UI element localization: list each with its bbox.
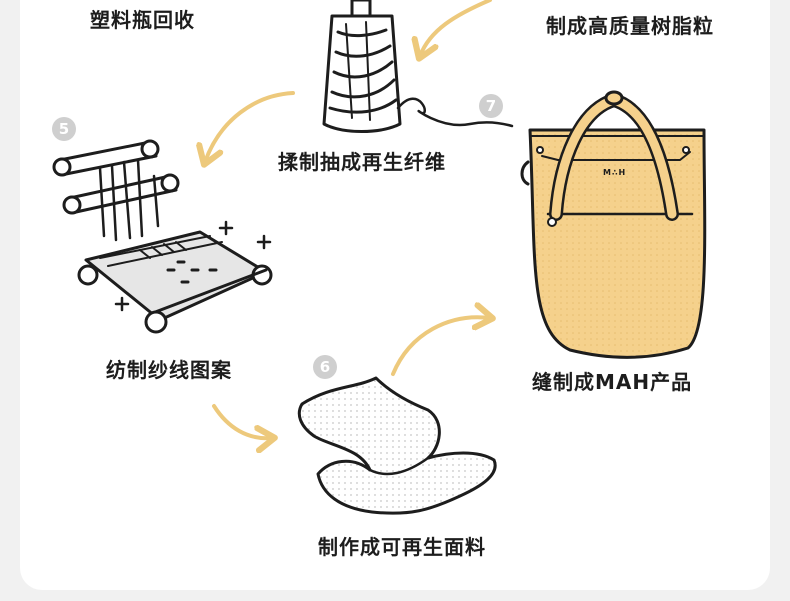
yarn-spool-icon (322, 0, 514, 133)
arrow-to-fabric (212, 404, 272, 438)
bag-logo: M∴H (603, 168, 627, 177)
step-badge-5: 5 (52, 117, 76, 141)
arrow-to-loom (205, 91, 295, 162)
loom-icon (52, 139, 273, 334)
fabric-icon (297, 376, 497, 515)
step-label-recycled-fiber: 揉制抽成再生纤维 (278, 150, 446, 174)
arrow-to-spool (420, 0, 492, 56)
step-label-yarn-pattern: 纺制纱线图案 (106, 358, 232, 382)
tote-bag-icon (520, 90, 707, 359)
step-label-mah-product: 缝制成MAH产品 (532, 370, 693, 394)
step-label-bottle-recycling: 塑料瓶回收 (90, 8, 195, 32)
step-label-recycled-fabric: 制作成可再生面料 (318, 535, 486, 559)
step-badge-6: 6 (313, 355, 337, 379)
step-badge-7: 7 (479, 94, 503, 118)
arrow-to-bag (391, 317, 490, 376)
step-label-resin-pellets: 制成高质量树脂粒 (546, 14, 714, 38)
